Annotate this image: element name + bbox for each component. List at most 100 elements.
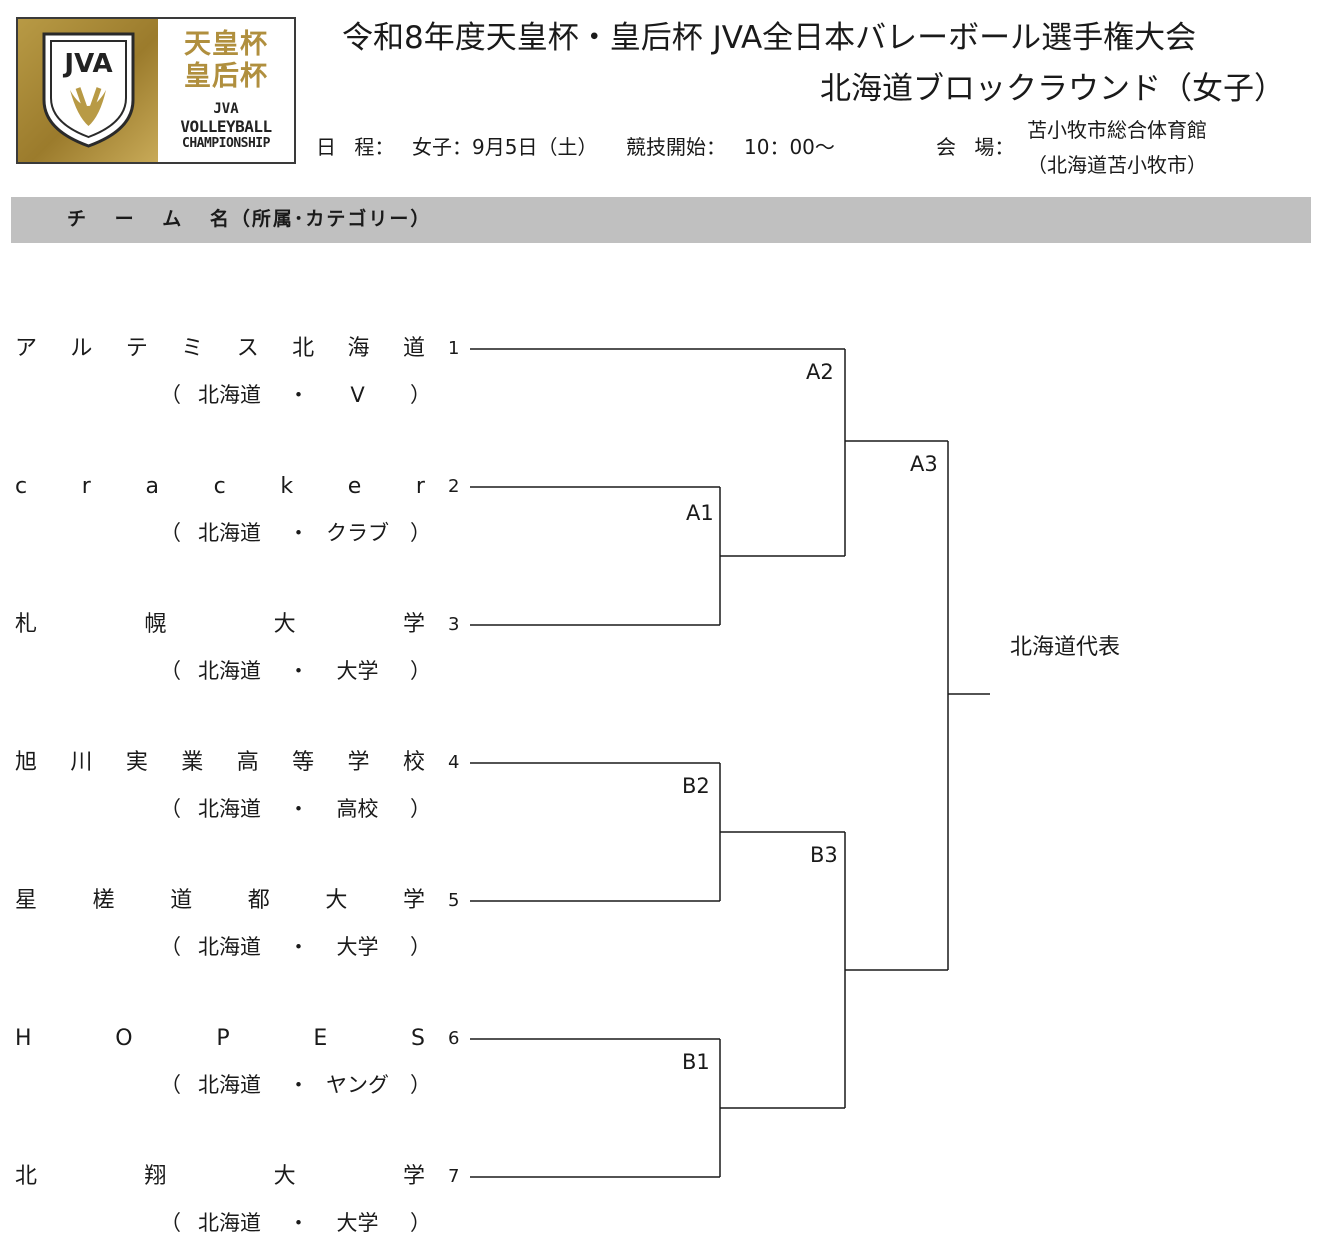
team-name-char: 学 — [402, 1164, 425, 1189]
team-name-row: アルテミス北海道 — [15, 334, 425, 364]
affiliation-pref: 北海道 — [198, 383, 261, 407]
start-time-label: 競技開始： — [626, 135, 726, 159]
team-name-char: 学 — [347, 750, 370, 775]
logo-gold-panel: JVA — [18, 19, 158, 162]
affiliation-dot: ・ — [288, 383, 309, 407]
team-name-char: O — [115, 1026, 133, 1051]
affiliation-cat: ヤング — [326, 1073, 389, 1097]
affiliation-open: （ — [160, 935, 181, 959]
affiliation-close: ） — [410, 935, 431, 959]
logo-volleyball: VOLLEYBALL — [180, 117, 272, 136]
schedule-value: 女子：9月5日（土） — [412, 135, 598, 159]
team-name-char: E — [313, 1026, 328, 1051]
team-name-char: r — [81, 474, 91, 499]
team-affiliation: （北海道・V） — [160, 380, 431, 410]
team-name-char: 北 — [15, 1164, 38, 1189]
team-name-char: 等 — [292, 750, 315, 775]
team-name-char: c — [15, 474, 28, 499]
affiliation-open: （ — [160, 1073, 181, 1097]
team-name-char: c — [213, 474, 226, 499]
venue-name: 苫小牧市総合体育館 — [1027, 118, 1207, 142]
team-name-char: 槎 — [92, 888, 115, 913]
seed-number: 4 — [448, 752, 460, 773]
logo-small-jva: JVA — [213, 101, 239, 117]
logo-dot — [221, 65, 227, 71]
affiliation-dot: ・ — [288, 935, 309, 959]
seed-number: 3 — [448, 614, 460, 635]
team-affiliation: （北海道・ヤング） — [160, 1070, 431, 1100]
team-name-char: 海 — [347, 336, 370, 361]
seed-number: 5 — [448, 890, 460, 911]
team-name-row: 旭川実業高等学校 — [15, 748, 425, 778]
affiliation-cat: 高校 — [336, 797, 379, 821]
affiliation-close: ） — [410, 659, 431, 683]
team-name-row: 北翔大学 — [15, 1162, 425, 1192]
affiliation-cat: V — [350, 383, 365, 407]
venue-location: （北海道苫小牧市） — [1027, 153, 1207, 177]
team-name-char: テ — [125, 336, 148, 361]
affiliation-open: （ — [160, 521, 181, 545]
match-label-b2: B2 — [682, 774, 710, 798]
affiliation-close: ） — [410, 797, 431, 821]
team-name-char: 道 — [402, 336, 425, 361]
team-affiliation: （ 北海道 ・ 大学 ） — [160, 1208, 431, 1238]
team-name-char: ミ — [181, 336, 204, 361]
affiliation-cat: 大学 — [336, 1211, 379, 1235]
affiliation-dot: ・ — [288, 797, 309, 821]
team-name-char: 校 — [402, 750, 425, 775]
affiliation-pref: 北海道 — [198, 1211, 261, 1235]
team-name-char: 幌 — [144, 612, 167, 637]
affiliation-pref: 北海道 — [198, 659, 261, 683]
team-affiliation: （北海道・クラブ） — [160, 518, 431, 548]
start-time-value: 10：00〜 — [744, 135, 835, 159]
schedule-label: 日 程： — [316, 135, 395, 159]
team-name-char: 北 — [292, 336, 315, 361]
affiliation-dot: ・ — [288, 521, 309, 545]
affiliation-cat: 大学 — [336, 659, 379, 683]
affiliation-dot: ・ — [288, 1211, 309, 1235]
match-b2-connector — [719, 763, 845, 901]
affiliation-open: （ — [160, 1211, 181, 1235]
team-name-char: r — [415, 474, 425, 499]
affiliation-pref: 北海道 — [198, 1073, 261, 1097]
match-label-a2: A2 — [806, 360, 834, 384]
team-name-char: 大 — [273, 612, 296, 637]
affiliation-dot: ・ — [288, 659, 309, 683]
match-a1-connector — [719, 487, 845, 625]
team-name-row: 札幌大学 — [15, 610, 425, 640]
team-name-char: ア — [15, 336, 38, 361]
team-name-char: 実 — [125, 750, 148, 775]
team-affiliation: （北海道・大学） — [160, 932, 431, 962]
page-title-line1: 令和8年度天皇杯・皇后杯 JVA全日本バレーボール選手権大会 — [342, 20, 1197, 56]
team-name-char: 道 — [170, 888, 193, 913]
team-name-char: k — [280, 474, 294, 499]
venue-label: 会 場： — [936, 135, 1015, 159]
match-b3-connector — [844, 832, 948, 1108]
affiliation-pref: 北海道 — [198, 797, 261, 821]
team-name-char: S — [411, 1026, 425, 1051]
team-column-label: チ ー ム 名（所属･カテゴリー） — [67, 208, 432, 230]
team-name-row: 星槎道都大学 — [15, 886, 425, 916]
match-a3-connector — [947, 441, 990, 970]
team-affiliation: （ 北海道 ・ 大学 ） — [160, 656, 431, 686]
team-affiliation: （ 北海道 ・ 高校 ） — [160, 794, 431, 824]
team-name-char: H — [15, 1026, 32, 1051]
match-b1-connector — [719, 1039, 845, 1177]
logo-text-block: 天皇杯 皇后杯 JVA VOLLEYBALL CHAMPIONSHIP — [158, 19, 294, 162]
team-name-char: 川 — [70, 750, 93, 775]
affiliation-dot: ・ — [288, 1073, 309, 1097]
match-label-b3: B3 — [810, 843, 838, 867]
team-name-char: a — [145, 474, 159, 499]
team-column-header: チ ー ム 名（所属･カテゴリー） — [11, 197, 1311, 243]
team-name-char: 都 — [247, 888, 270, 913]
jva-shield-icon: JVA — [42, 32, 135, 148]
affiliation-open: （ — [160, 797, 181, 821]
affiliation-close: ） — [410, 1211, 431, 1235]
affiliation-open: （ — [160, 659, 181, 683]
team-name-char: 札 — [15, 612, 38, 637]
team-name-char: 業 — [181, 750, 204, 775]
match-label-a3: A3 — [910, 452, 938, 476]
affiliation-open: （ — [160, 383, 181, 407]
